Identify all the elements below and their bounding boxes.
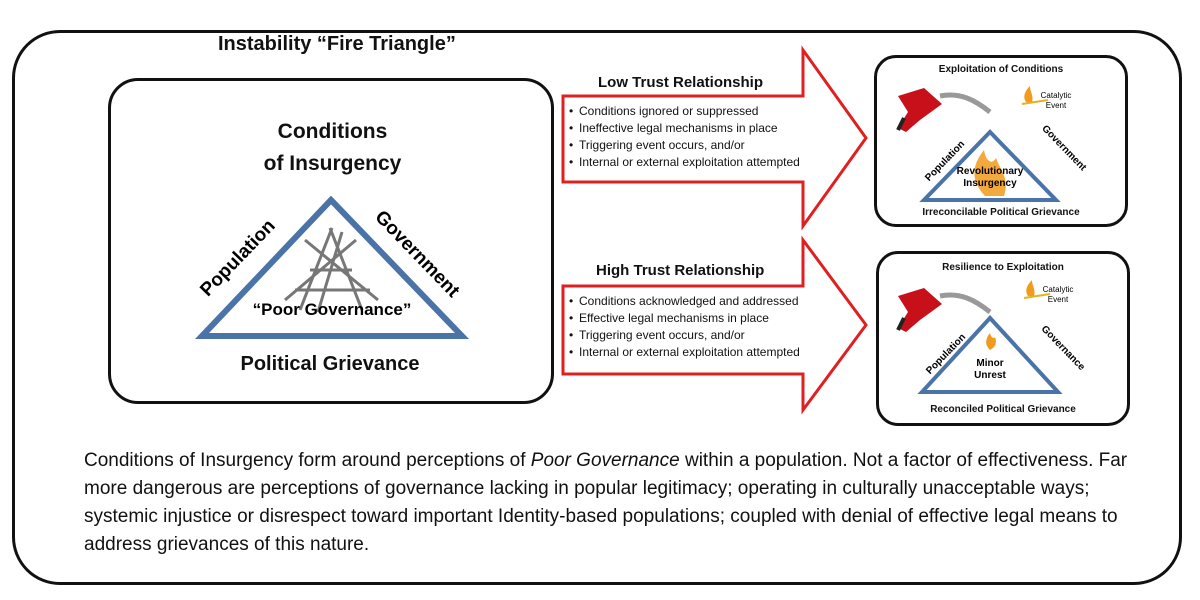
list-item: Conditions acknowledged and addressed xyxy=(569,293,800,310)
exploitation-center-line-2: Insurgency xyxy=(963,178,1017,189)
campfire-icon xyxy=(284,227,379,313)
caption-part-2: within a population. Not a factor of eff… xyxy=(84,450,1128,555)
conditions-heading: Conditions of Insurgency xyxy=(250,116,415,180)
resilience-center-line-1: Minor xyxy=(976,358,1003,369)
exploitation-base-label: Irreconcilable Political Grievance xyxy=(922,207,1080,218)
list-item: Conditions ignored or suppressed xyxy=(569,103,800,120)
caption-part-1: Conditions of Insurgency form around per… xyxy=(84,450,531,471)
small-flame-icon xyxy=(986,333,996,350)
exploitation-center-line-1: Revolutionary xyxy=(957,166,1024,177)
caption-emphasis: Poor Governance xyxy=(530,450,680,471)
high-trust-bullets: Conditions acknowledged and addressed Ef… xyxy=(569,293,800,361)
resilience-catalytic-line-1: Catalytic xyxy=(1043,285,1074,294)
list-item: Effective legal mechanisms in place xyxy=(569,310,800,327)
list-item: Ineffective legal mechanisms in place xyxy=(569,120,800,137)
fuel-nozzle-icon xyxy=(896,88,992,132)
fuel-nozzle-icon xyxy=(896,288,992,332)
list-item: Triggering event occurs, and/or xyxy=(569,137,800,154)
flame-icon xyxy=(974,150,1006,196)
conditions-box xyxy=(108,78,554,404)
caption-text: Conditions of Insurgency form around per… xyxy=(84,447,1144,559)
high-trust-title: High Trust Relationship xyxy=(596,262,765,279)
match-icon xyxy=(1023,280,1051,299)
main-triangle xyxy=(195,195,470,339)
conditions-line-2: of Insurgency xyxy=(263,152,402,175)
conditions-line-1: Conditions xyxy=(277,120,388,143)
resilience-base-label: Reconciled Political Grievance xyxy=(930,404,1076,415)
resilience-catalytic-line-2: Event xyxy=(1048,295,1069,304)
exploitation-catalytic-line-1: Catalytic xyxy=(1041,91,1072,100)
low-trust-bullets: Conditions ignored or suppressed Ineffec… xyxy=(569,103,800,171)
exploitation-title: Exploitation of Conditions xyxy=(938,64,1064,75)
exploitation-catalytic-line-2: Event xyxy=(1046,101,1067,110)
resilience-title: Resilience to Exploitation xyxy=(942,262,1064,273)
main-left-label: Population xyxy=(196,216,279,301)
resilience-center-line-2: Unrest xyxy=(974,370,1006,381)
diagram-title: Instability “Fire Triangle” xyxy=(218,33,456,55)
match-icon xyxy=(1021,86,1049,105)
political-grievance-label: Political Grievance xyxy=(240,353,420,375)
outer-frame xyxy=(12,30,1182,585)
low-trust-title: Low Trust Relationship xyxy=(598,74,764,91)
list-item: Triggering event occurs, and/or xyxy=(569,327,800,344)
resilience-box xyxy=(876,251,1130,426)
list-item: Internal or external exploitation attemp… xyxy=(569,154,800,171)
main-center-label: “Poor Governance” xyxy=(253,300,412,319)
exploitation-box xyxy=(874,55,1128,227)
list-item: Internal or external exploitation attemp… xyxy=(569,344,800,361)
